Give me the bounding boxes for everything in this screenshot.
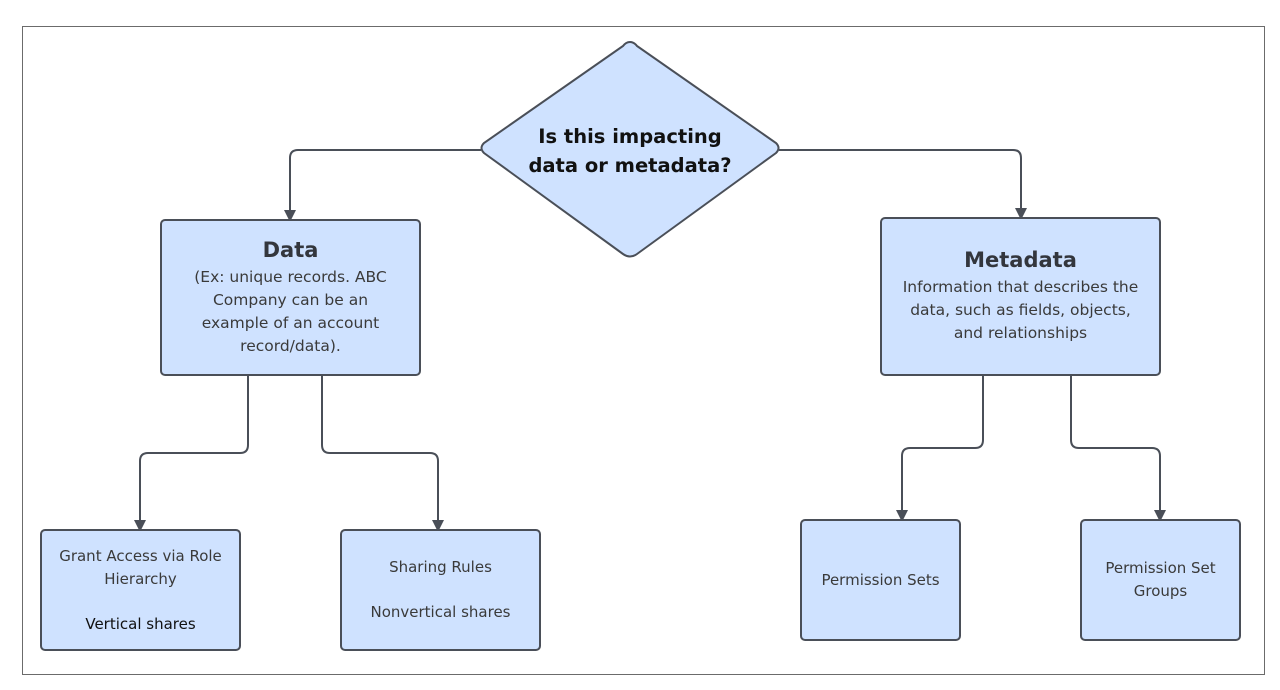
connector-decision-to-metadata: [779, 149, 1027, 220]
connector-data-to-sharing-rules: [321, 376, 444, 532]
permission-set-groups-label-line: Groups: [1133, 582, 1188, 600]
sharing-rules-label: Sharing Rules: [389, 558, 492, 576]
role-hierarchy-label-line: Hierarchy: [104, 569, 177, 588]
permission-set-groups-label-line: Permission Set: [1105, 559, 1216, 577]
data-box: Data (Ex: unique records. ABC Company ca…: [160, 219, 421, 376]
connector-metadata-to-permission-sets: [896, 376, 984, 522]
decision-line-1: Is this impacting: [538, 125, 722, 148]
connector-decision-to-data: [284, 149, 481, 222]
data-box-description: (Ex: unique records. ABC Company can be …: [194, 266, 386, 358]
role-hierarchy-label: Grant Access via Role Hierarchy: [59, 545, 222, 591]
connector-metadata-to-permission-set-groups: [1070, 376, 1166, 522]
connector-data-to-role-hierarchy: [134, 376, 249, 532]
data-desc-line: Company can be an: [212, 290, 369, 309]
role-hierarchy-box: Grant Access via Role Hierarchy Vertical…: [40, 529, 241, 651]
nonvertical-shares-label: Nonvertical shares: [370, 603, 511, 621]
data-desc-line: record/data).: [240, 336, 341, 355]
metadata-box: Metadata Information that describes the …: [880, 217, 1161, 376]
metadata-box-description: Information that describes the data, suc…: [903, 276, 1139, 345]
metadata-desc-line: data, such as fields, objects,: [910, 301, 1131, 319]
data-box-title: Data: [262, 237, 319, 262]
permission-set-groups-label: Permission Set Groups: [1105, 557, 1215, 603]
decision-diamond: [480, 40, 780, 258]
decision-question: Is this impacting data or metadata?: [481, 122, 779, 180]
sharing-rules-box: Sharing Rules Nonvertical shares: [340, 529, 541, 651]
permission-sets-box: Permission Sets: [800, 519, 961, 641]
permission-sets-label: Permission Sets: [821, 570, 940, 589]
data-desc-line: example of an account: [201, 313, 380, 332]
metadata-box-title: Metadata: [964, 248, 1077, 272]
permission-set-groups-box: Permission Set Groups: [1080, 519, 1241, 641]
data-desc-line: (Ex: unique records. ABC: [194, 267, 387, 286]
vertical-shares-label: Vertical shares: [85, 614, 196, 633]
role-hierarchy-label-line: Grant Access via Role: [59, 546, 222, 565]
decision-line-2: data or metadata?: [528, 154, 732, 177]
metadata-desc-line: and relationships: [953, 324, 1088, 342]
metadata-desc-line: Information that describes the: [902, 278, 1139, 296]
